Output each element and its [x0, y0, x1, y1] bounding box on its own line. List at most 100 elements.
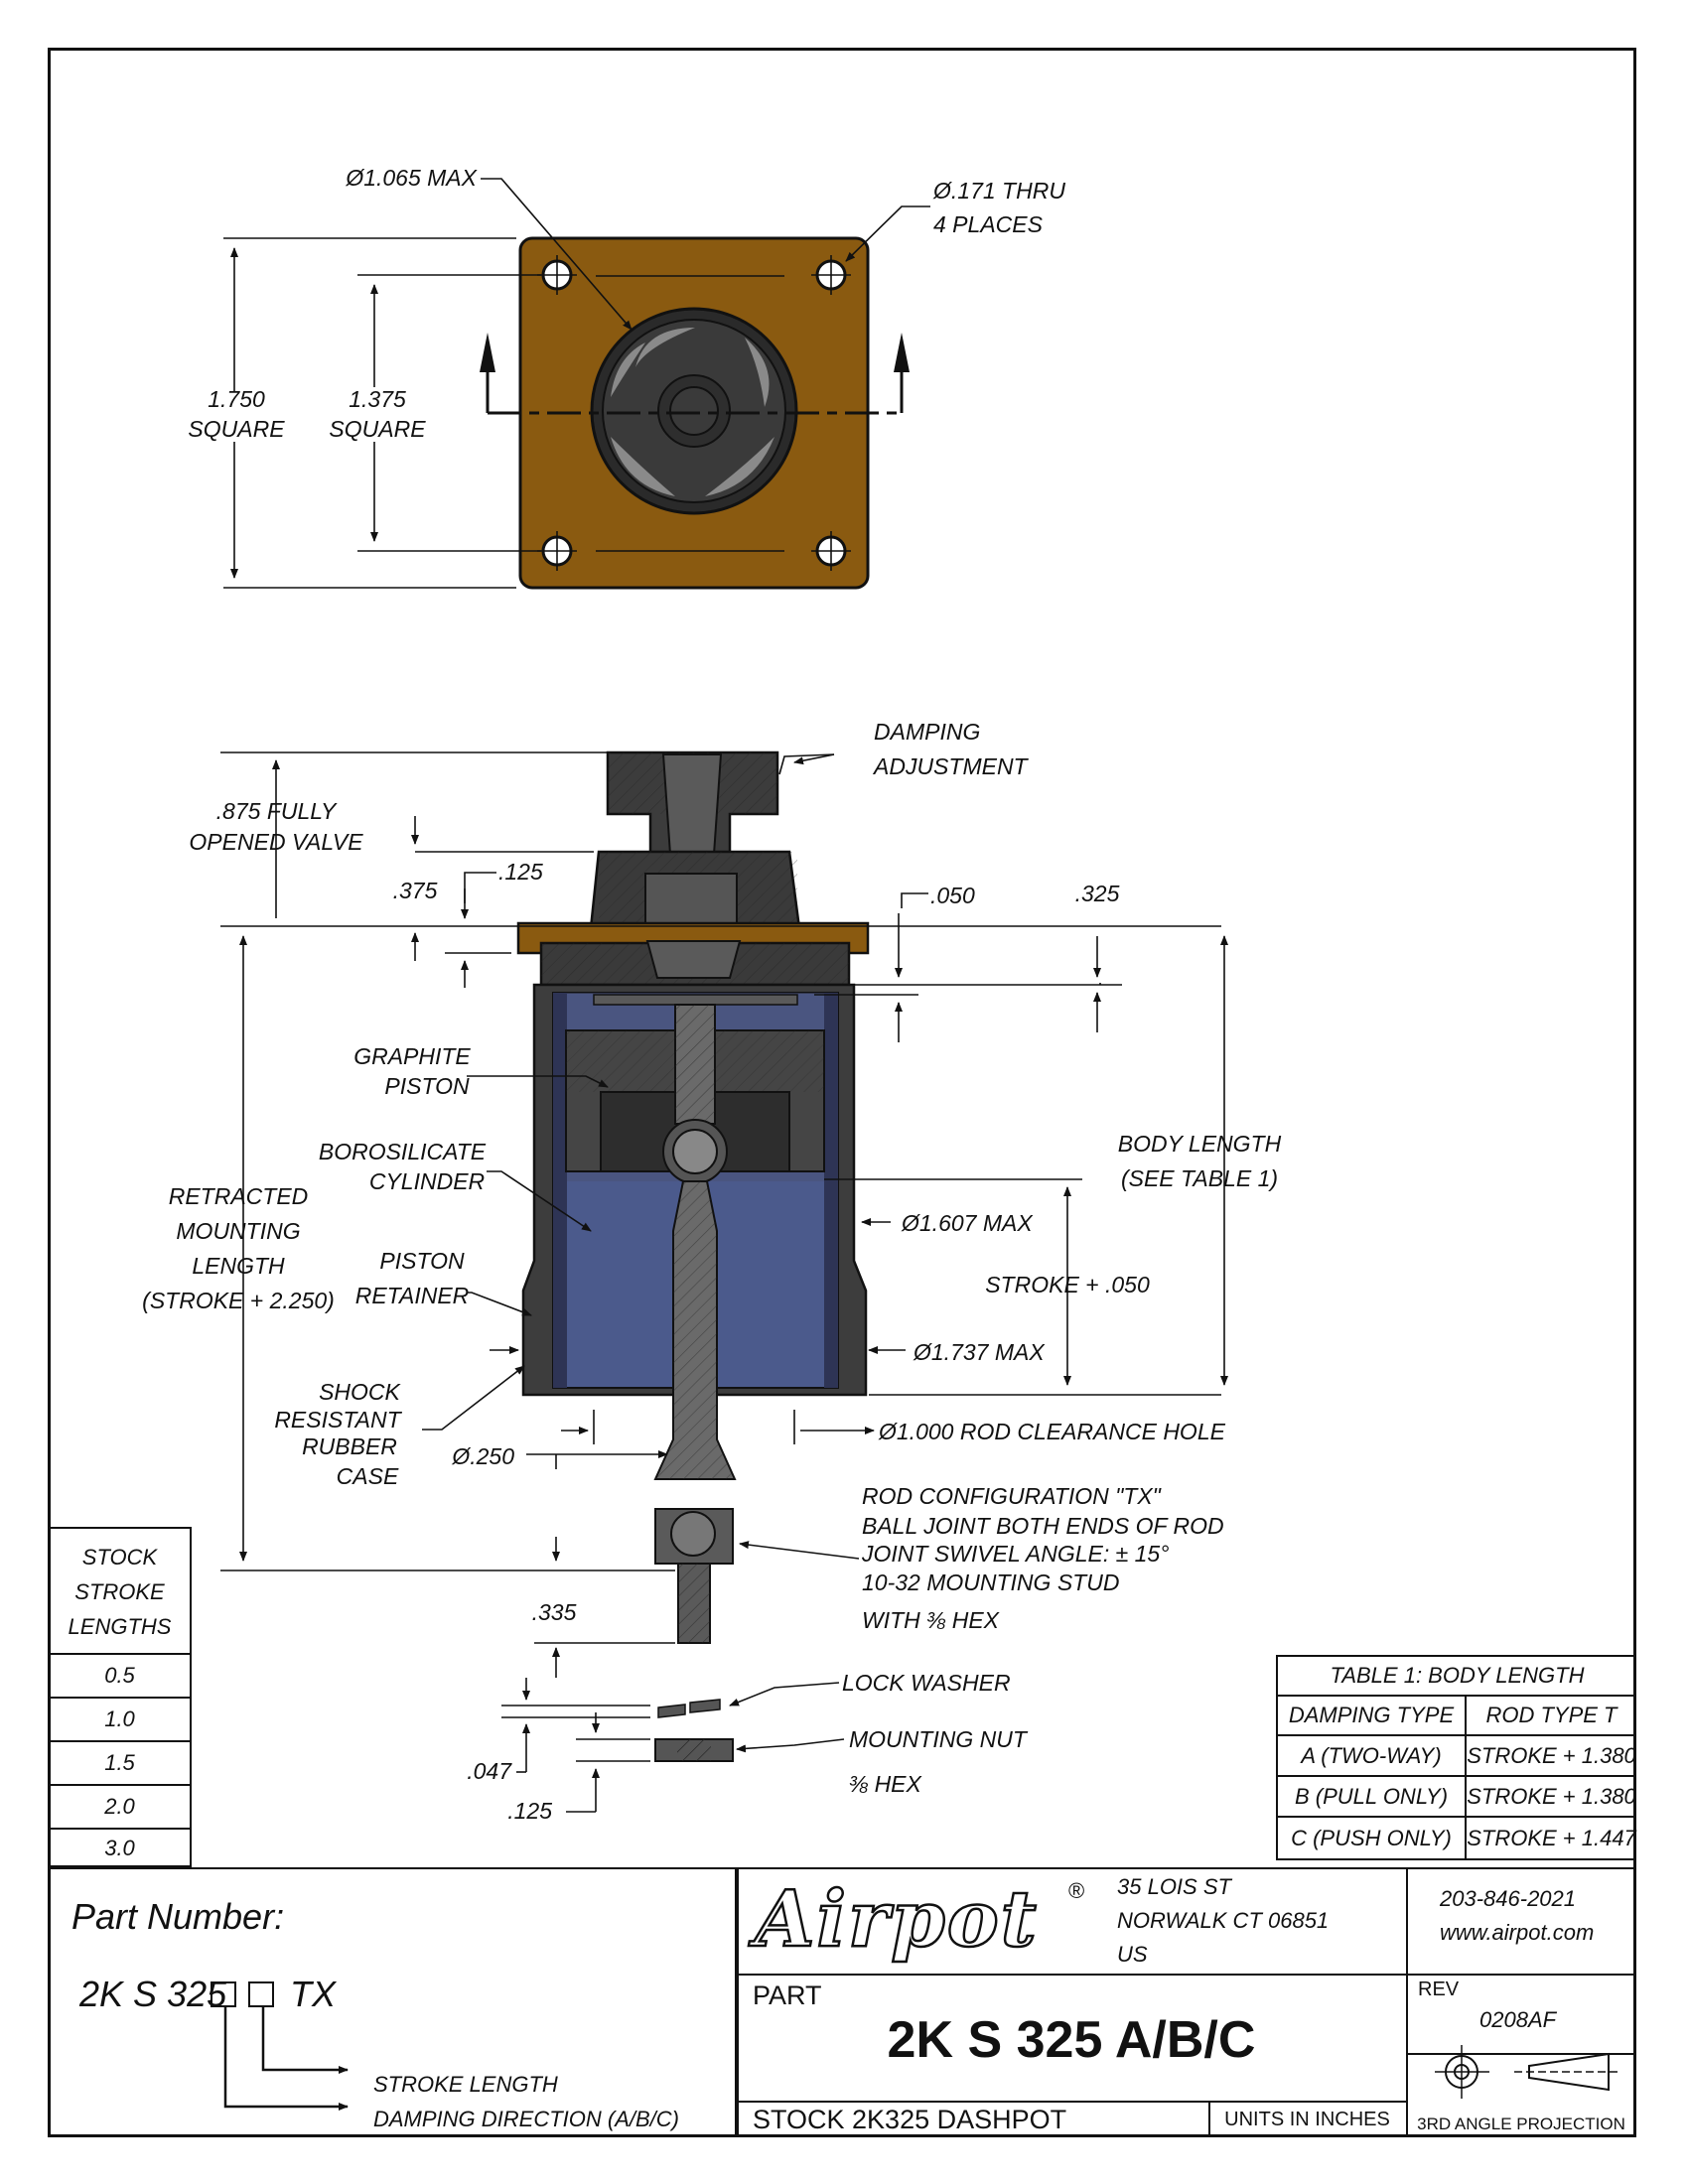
units: UNITS IN INCHES — [1224, 2109, 1390, 2130]
title-block — [737, 1867, 1636, 2137]
shock-2: RESISTANT — [274, 1407, 402, 1433]
table-1: TABLE 1: BODY LENGTH DAMPING TYPE ROD TY… — [1276, 1655, 1636, 1860]
address-1: 35 LOIS ST — [1117, 1874, 1231, 1899]
logo-text: Airpot — [754, 1873, 1039, 1967]
stock-value: 3.0 — [50, 1828, 190, 1867]
borosilicate-1: BOROSILICATE — [319, 1139, 487, 1164]
table-1-row-rod: STROKE + 1.380 — [1467, 1734, 1636, 1775]
part-number-title: Part Number: — [71, 1896, 285, 1937]
airpot-logo: Airpot — [754, 1873, 1039, 1967]
piston-retainer-plate — [593, 994, 798, 1006]
registered-mark: ® — [1068, 1878, 1085, 1903]
address-2: NORWALK CT 06851 — [1117, 1908, 1330, 1933]
retainer-2: RETAINER — [355, 1283, 470, 1308]
part-number-code: 2K S 325 — [79, 1974, 227, 2014]
checkbox-damping — [211, 1981, 236, 2007]
rod-config-2: BALL JOINT BOTH ENDS OF ROD — [862, 1513, 1224, 1539]
graphite-2: PISTON — [384, 1073, 470, 1099]
retracted-4: (STROKE + 2.250) — [142, 1288, 335, 1313]
inner-square-1: 1.375 — [349, 386, 406, 412]
damping-direction-label: DAMPING DIRECTION (A/B/C) — [373, 2107, 680, 2131]
description: STOCK 2K325 DASHPOT — [753, 2105, 1067, 2134]
graphite-1: GRAPHITE — [353, 1043, 471, 1069]
outer-square-2: SQUARE — [188, 416, 285, 442]
dia-max-label: Ø1.065 MAX — [345, 165, 478, 191]
table-1-row-rod: STROKE + 1.447 — [1467, 1816, 1636, 1858]
part-number-suffix: TX — [290, 1974, 337, 2014]
stock-header-3: LENGTHS — [68, 1614, 172, 1639]
hole-note-2: 4 PLACES — [933, 211, 1044, 237]
inner-square-2: SQUARE — [329, 416, 426, 442]
phone: 203-846-2021 — [1440, 1886, 1577, 1911]
title-divider-h2 — [737, 2101, 1406, 2103]
table-1-title: TABLE 1: BODY LENGTH — [1330, 1663, 1585, 1688]
retracted-2: MOUNTING — [176, 1218, 300, 1244]
dim-325: .325 — [1075, 881, 1120, 906]
fully-opened-1: .875 FULLY — [216, 798, 338, 824]
lock-washer-label: LOCK WASHER — [842, 1670, 1011, 1696]
stock-value: 0.5 — [50, 1653, 190, 1697]
part-label: PART — [753, 1980, 822, 2010]
damping-adjust-1: DAMPING — [874, 719, 980, 745]
fully-opened-2: OPENED VALVE — [189, 829, 363, 855]
dia-1607: Ø1.607 MAX — [901, 1210, 1034, 1236]
dia-250: Ø.250 — [451, 1443, 514, 1469]
stock-header-2: STROKE — [74, 1579, 165, 1604]
rod-clearance: Ø1.000 ROD CLEARANCE HOLE — [878, 1419, 1226, 1444]
title-divider-h1 — [737, 1974, 1636, 1976]
mounting-nut-hex: ⅜ HEX — [849, 1771, 923, 1797]
table-1-row-damping: B (PULL ONLY) — [1278, 1775, 1467, 1816]
damping-adjust-2: ADJUSTMENT — [872, 753, 1030, 779]
drawing-border — [48, 48, 1636, 2137]
lock-washer — [657, 1699, 721, 1718]
part-number-block — [48, 1867, 737, 2137]
stock-value: 2.0 — [50, 1784, 190, 1828]
table-1-row-damping: A (TWO-WAY) — [1278, 1734, 1467, 1775]
dim-125: .125 — [498, 859, 543, 885]
projection-symbol-icon — [1435, 2045, 1618, 2099]
stroke-050: STROKE + .050 — [985, 1272, 1150, 1297]
table-1-col1: DAMPING TYPE — [1278, 1695, 1467, 1734]
dim-047: .047 — [467, 1758, 512, 1784]
rod-config-4: 10-32 MOUNTING STUD — [862, 1570, 1119, 1595]
title-divider-v — [1406, 1867, 1408, 2137]
title-divider-v2 — [1208, 2101, 1210, 2137]
retracted-1: RETRACTED — [169, 1183, 309, 1209]
outer-square-1: 1.750 — [208, 386, 265, 412]
rev-label: REV — [1418, 1979, 1460, 2000]
website: www.airpot.com — [1440, 1920, 1595, 1945]
stock-value: 1.5 — [50, 1740, 190, 1784]
rod-config-3: JOINT SWIVEL ANGLE: ± 15° — [861, 1541, 1169, 1567]
hole-note-1: Ø.171 THRU — [932, 178, 1065, 204]
projection-label: 3RD ANGLE PROJECTION — [1417, 2115, 1625, 2133]
retainer-1: PISTON — [379, 1248, 465, 1274]
shock-1: SHOCK — [319, 1379, 401, 1405]
table-1-row-damping: C (PUSH ONLY) — [1278, 1816, 1467, 1858]
stock-value: 1.0 — [50, 1697, 190, 1740]
body-length-2: (SEE TABLE 1) — [1121, 1165, 1278, 1191]
shock-4: CASE — [337, 1463, 399, 1489]
dim-050: .050 — [930, 883, 975, 908]
dia-1737: Ø1.737 MAX — [913, 1339, 1046, 1365]
mounting-nut-label: MOUNTING NUT — [849, 1726, 1029, 1752]
dim-125b: .125 — [507, 1798, 552, 1824]
stock-header-1: STOCK — [81, 1545, 158, 1570]
table-1-col2: ROD TYPE T — [1467, 1695, 1636, 1734]
borosilicate-2: CYLINDER — [369, 1168, 485, 1194]
body-length-1: BODY LENGTH — [1118, 1131, 1282, 1157]
shock-3: RUBBER — [302, 1433, 397, 1459]
retracted-3: LENGTH — [192, 1253, 285, 1279]
rev-value: 0208AF — [1479, 2007, 1557, 2032]
stock-table: STOCK STROKE LENGTHS 0.5 1.0 1.5 2.0 3.0 — [50, 1527, 192, 1867]
rod-config-5: WITH ⅜ HEX — [862, 1607, 1001, 1633]
dim-375: .375 — [393, 878, 438, 903]
checkbox-stroke — [248, 1981, 274, 2007]
title-divider-h3 — [1406, 2053, 1636, 2055]
stroke-length-label: STROKE LENGTH — [373, 2072, 558, 2097]
dim-335: .335 — [532, 1599, 577, 1625]
damping-knob — [590, 307, 798, 515]
part-title: 2K S 325 A/B/C — [887, 2011, 1256, 2069]
part-number-arrows — [223, 2005, 349, 2111]
address-3: US — [1117, 1942, 1148, 1967]
